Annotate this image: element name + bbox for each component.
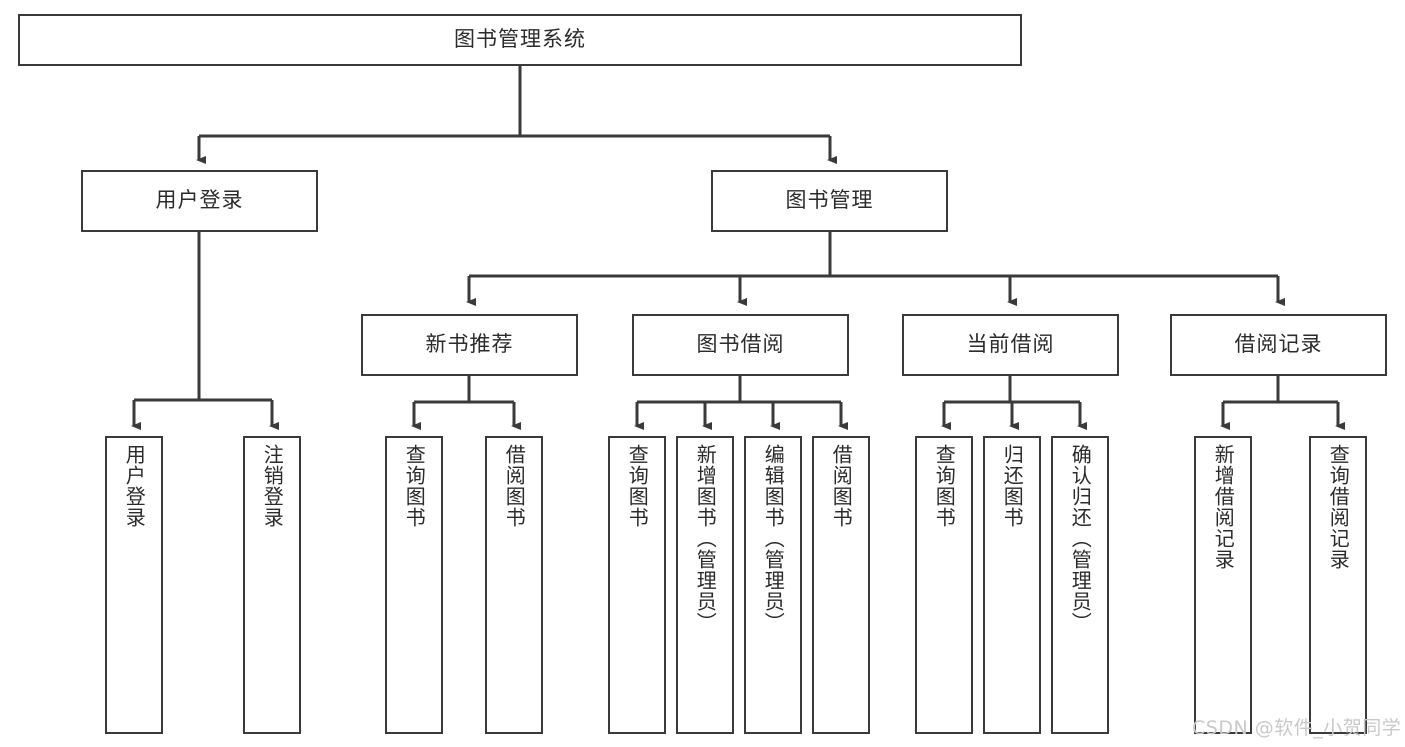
- leaf-book-borrow-edit[interactable]: 编辑图书（管理员）: [744, 436, 802, 734]
- leaf-borrow-record-query[interactable]: 查询借阅记录: [1309, 436, 1367, 734]
- leaf-label: 确认归还（管理员）: [1068, 444, 1093, 633]
- leaf-label: 新增借阅记录: [1211, 444, 1236, 570]
- leaf-new-book-query[interactable]: 查询图书: [385, 436, 443, 734]
- leaf-book-borrow-borrow[interactable]: 借阅图书: [812, 436, 870, 734]
- leaf-current-borrow-query[interactable]: 查询图书: [915, 436, 973, 734]
- leaf-label: 借阅图书: [829, 444, 854, 528]
- node-user-login[interactable]: 用户登录: [81, 170, 318, 232]
- node-borrow-record-label: 借阅记录: [1234, 332, 1323, 357]
- node-new-book-recommend-label: 新书推荐: [425, 332, 514, 357]
- node-current-borrow[interactable]: 当前借阅: [902, 314, 1119, 376]
- node-borrow-record[interactable]: 借阅记录: [1170, 314, 1387, 376]
- node-book-management[interactable]: 图书管理: [711, 170, 948, 232]
- leaf-user-login-signin[interactable]: 用户登录: [105, 436, 163, 734]
- leaf-user-login-signout[interactable]: 注销登录: [243, 436, 301, 734]
- leaf-label: 查询图书: [402, 444, 427, 528]
- leaf-label: 归还图书: [1000, 444, 1025, 528]
- leaf-label: 用户登录: [122, 444, 147, 528]
- node-book-borrow-label: 图书借阅: [696, 332, 785, 357]
- leaf-current-borrow-confirm-return[interactable]: 确认归还（管理员）: [1051, 436, 1109, 734]
- leaf-label: 编辑图书（管理员）: [761, 444, 786, 633]
- leaf-label: 查询图书: [625, 444, 650, 528]
- leaf-label: 注销登录: [260, 444, 285, 528]
- leaf-current-borrow-return[interactable]: 归还图书: [983, 436, 1041, 734]
- node-root-label: 图书管理系统: [454, 27, 586, 52]
- leaf-label: 查询图书: [932, 444, 957, 528]
- leaf-label: 借阅图书: [502, 444, 527, 528]
- leaf-book-borrow-query[interactable]: 查询图书: [608, 436, 666, 734]
- leaf-label: 新增图书（管理员）: [693, 444, 718, 633]
- leaf-label: 查询借阅记录: [1326, 444, 1351, 570]
- node-current-borrow-label: 当前借阅: [966, 332, 1055, 357]
- node-book-management-label: 图书管理: [785, 188, 874, 213]
- leaf-borrow-record-add[interactable]: 新增借阅记录: [1194, 436, 1252, 734]
- node-new-book-recommend[interactable]: 新书推荐: [361, 314, 578, 376]
- node-book-borrow[interactable]: 图书借阅: [632, 314, 849, 376]
- node-root[interactable]: 图书管理系统: [18, 14, 1022, 66]
- leaf-new-book-borrow[interactable]: 借阅图书: [485, 436, 543, 734]
- node-user-login-label: 用户登录: [155, 188, 244, 213]
- watermark: CSDN @软件_小贺同学: [1192, 717, 1402, 739]
- leaf-book-borrow-add[interactable]: 新增图书（管理员）: [676, 436, 734, 734]
